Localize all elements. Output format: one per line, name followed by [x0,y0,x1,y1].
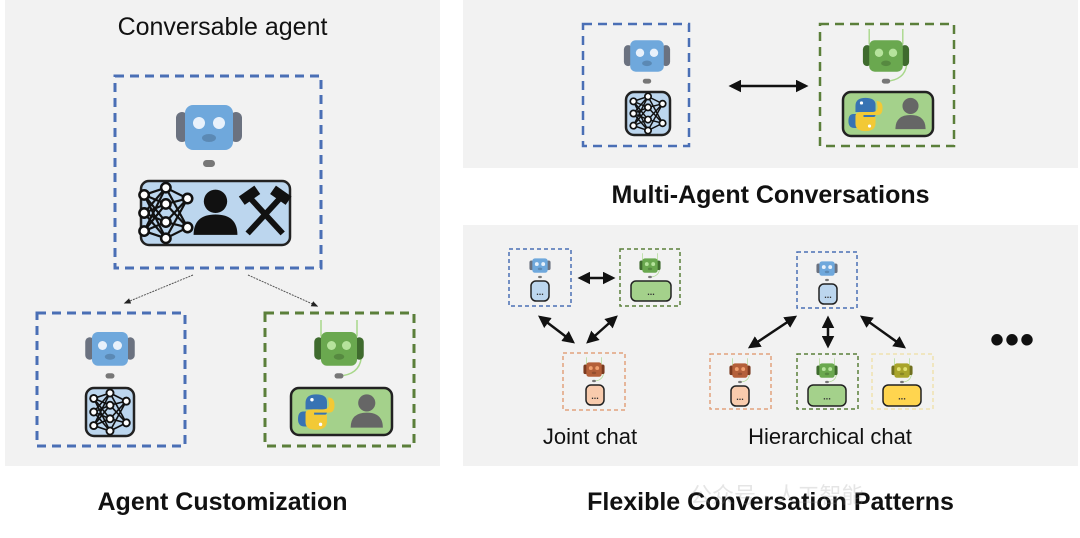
flexible-conversation-patterns-caption: Flexible Conversation Patterns [587,488,954,516]
agent-frame [796,353,859,410]
joint-arrow-blue-orange [538,315,575,344]
joint-arrow-green-orange [586,315,618,344]
derive-arrow-right [247,274,319,307]
agent-frame [871,353,934,410]
agent-frame [818,22,956,148]
neural-network-icon [629,92,667,135]
person-icon [193,189,238,235]
ellipsis-icon: ... [591,391,599,401]
agent-joint-blue: ... [508,248,572,307]
agent-hier-green: ... [796,353,859,410]
agent-frame [263,311,416,448]
hier-arrow-orange [747,315,798,349]
robot-icon [176,105,242,167]
person-icon [895,97,926,130]
agent-joint-orange: ... [562,352,626,411]
agents: ..................... [35,22,956,448]
ellipsis-icon: ... [647,287,655,297]
robot-icon [816,261,838,282]
agent-conversable [113,74,323,270]
ellipsis-icon: ... [824,290,832,300]
agent-frame [619,248,681,307]
agent-hier-orange: ... [709,353,772,410]
robot-icon [729,358,751,384]
agent-frame [508,248,572,307]
tool-panel: ... [818,283,838,305]
person-icon [350,394,383,428]
watermark: 公众号 · 人工智能 [690,483,864,508]
robot-icon [583,357,605,383]
robot-icon [314,320,364,379]
agent-joint-green: ... [619,248,681,307]
python-icon [298,394,335,430]
joint-chat-label: Joint chat [542,424,638,449]
neural-network-icon [89,388,131,436]
agent-frame [113,74,323,270]
robot-icon [816,358,838,384]
multi-agent-conversations-caption: Multi-Agent Conversations [611,181,930,209]
tool-panel: ... [882,384,922,407]
tool-panel [84,386,136,438]
derive-arrow-left [123,274,194,304]
agent-custom-code-human [263,311,416,448]
ellipsis-icon: ... [736,392,744,402]
python-icon [848,97,883,132]
tool-panel: ... [585,384,605,406]
agent-frame [35,311,187,448]
ellipsis-icon: ... [898,392,906,403]
conversable-agent-title: Conversable agent [117,13,328,41]
tool-panel: ... [530,280,550,302]
robot-icon [862,29,910,84]
hierarchical-chat-label: Hierarchical chat [748,424,912,449]
neural-network-icon [138,181,194,245]
agent-hier-yellow: ... [871,353,934,410]
agent-customization-caption: Agent Customization [97,488,348,516]
agent-frame [796,251,858,309]
tools-icon [238,185,292,236]
agent-custom-llm [35,311,187,448]
tool-panel [624,90,672,137]
agent-multi-llm [581,22,691,148]
more-patterns-ellipsis: ••• [990,318,1036,362]
tool-panel: ... [630,280,672,302]
agent-frame [709,353,772,410]
ellipsis-icon: ... [536,287,544,297]
robot-icon [85,332,135,379]
robot-icon [639,253,661,279]
tool-panel [841,90,935,138]
tool-panel: ... [730,385,750,407]
tool-panel [138,179,292,247]
tool-panel [289,386,394,437]
agent-frame [562,352,626,411]
connectors [123,79,907,349]
ellipsis-icon: ... [823,392,831,403]
agent-multi-code-human [818,22,956,148]
robot-icon [529,258,551,279]
hier-arrow-yellow [859,315,907,349]
agent-hier-blue: ... [796,251,858,309]
robot-icon [623,40,671,84]
robot-icon [891,358,913,384]
tool-panel: ... [807,384,847,407]
agent-frame [581,22,691,148]
